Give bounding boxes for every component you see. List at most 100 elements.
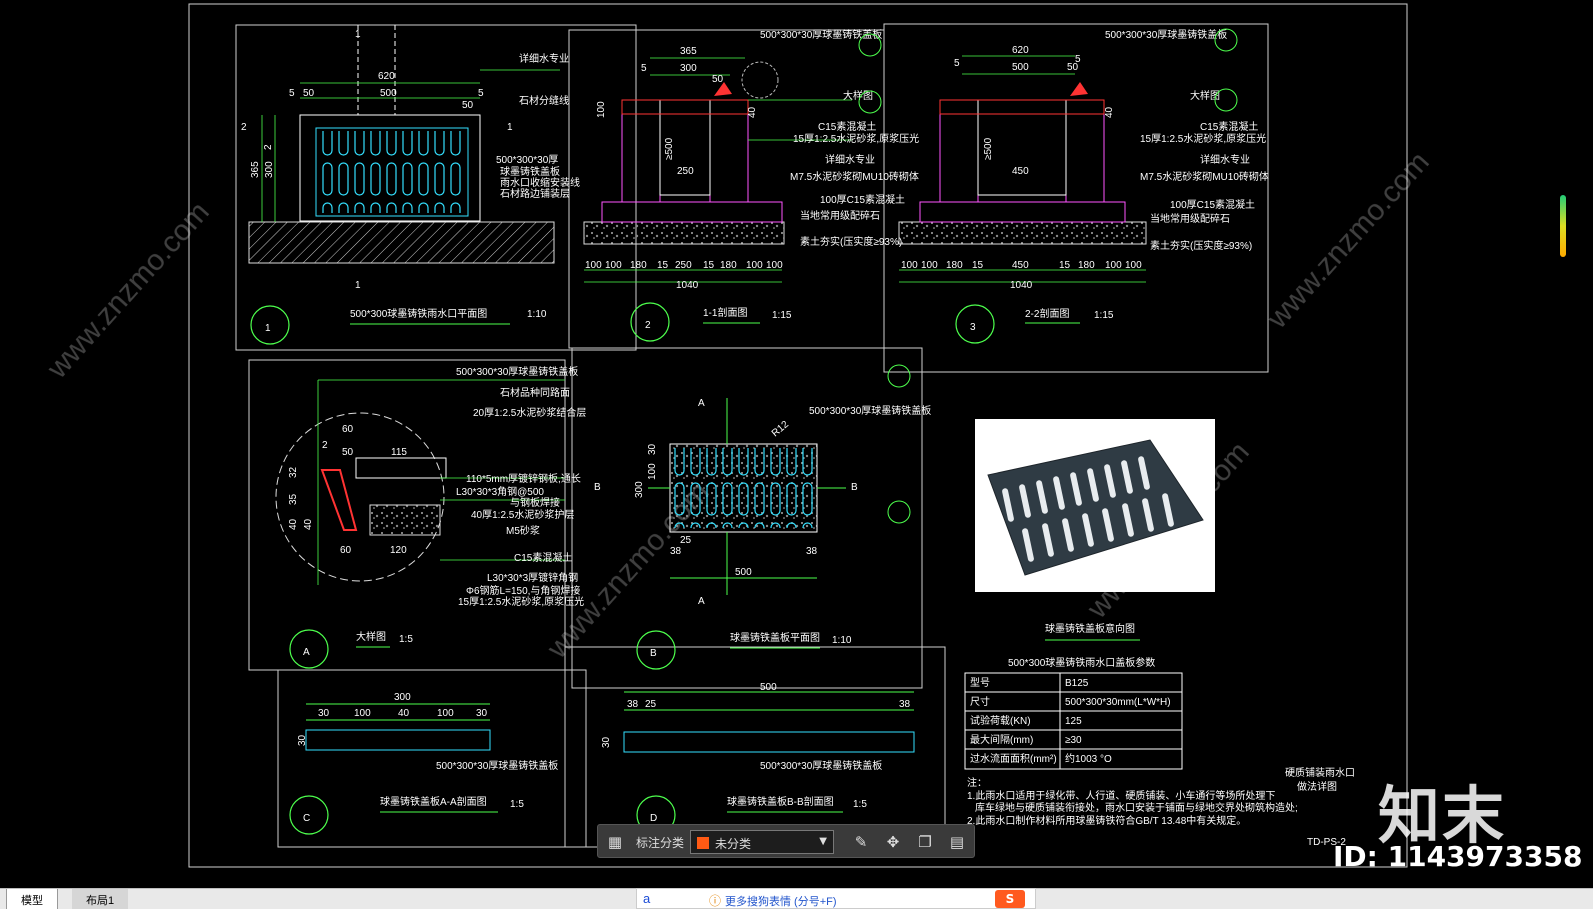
drawing-a-title: 大样图 [356, 630, 386, 643]
dim-a-40b: 40 [303, 518, 314, 530]
notes-line-0: 1.此雨水口适用于绿化带、人行道、硬质铺装、小车通行等场所处理下 [967, 789, 1275, 802]
dim-d2-b6: 15 [703, 260, 715, 271]
titleblock-name: 硬质铺装雨水口 [1285, 766, 1355, 779]
note-b-0: 500*300*30厚球墨铸铁盖板 [809, 404, 931, 417]
table-cell-3-0: 最大间隔(mm) [970, 733, 1033, 746]
sogou-logo-icon[interactable]: S [995, 890, 1025, 908]
dim-a-115: 115 [391, 447, 407, 458]
dim-a-40a: 40 [288, 518, 299, 530]
note-a-7: M5砂浆 [506, 524, 540, 537]
tab-model[interactable]: 模型 [6, 889, 58, 909]
note-d3-2: C15素混凝土 [1200, 120, 1258, 133]
note-d3-8: 素土夯实(压实度≥93%) [1150, 239, 1252, 252]
drawing-3-number: 3 [970, 322, 976, 333]
callout-a-2 [858, 90, 882, 114]
photo-title: 球墨铸铁盖板意向图 [1045, 622, 1135, 635]
section-mark-1-top: 1 [355, 29, 361, 40]
drawing-2-scale: 1:15 [772, 310, 792, 321]
callout-d-b [887, 500, 911, 524]
note-d1-0: 详细水专业 [519, 52, 569, 65]
note-d3-3: 15厚1:2.5水泥砂浆,原浆压光 [1140, 132, 1266, 145]
drawing-c-title: 球墨铸铁盖板A-A剖面图 [380, 795, 487, 808]
note-d1-4: 雨水口收缩安装线 [500, 176, 580, 189]
layout-viewports [235, 23, 1269, 848]
drawing-a-badge [289, 629, 329, 669]
grid-icon[interactable]: ▦ [607, 833, 623, 851]
cad-viewport[interactable]: www.znzmo.com www.znzmo.com www.znzmo.co… [0, 0, 1593, 888]
dim-d-38b: 38 [899, 699, 911, 710]
tab-layout1[interactable]: 布局1 [72, 889, 129, 909]
note-a-9: L30*30*3厚镀锌角钢 [487, 571, 578, 584]
dim-d3-b9: 100 [1125, 260, 1142, 271]
general-notes: 注： 1.此雨水口适用于绿化带、人行道、硬质铺装、小车通行等场所处理下 库车绿地… [967, 776, 1298, 827]
note-a-3: 110*5mm厚镀锌钢板,通长 [466, 472, 581, 485]
drawing-d-scale: 1:5 [853, 799, 867, 810]
drawing-3-badge [955, 304, 995, 344]
drawing-c-scale: 1:5 [510, 799, 524, 810]
table-cell-4-0: 过水流面面积(mm²) [970, 752, 1057, 765]
note-d3-1: 大样图 [1190, 89, 1220, 102]
paste-icon[interactable]: ▤ [949, 833, 965, 851]
zoom-indicator[interactable] [1560, 195, 1566, 257]
dim-d3-5b: 5 [1075, 54, 1081, 65]
drawing-c-badge [289, 795, 329, 835]
dim-d2-40: 40 [747, 106, 758, 118]
dim-d2-100: 100 [596, 101, 607, 118]
section-label-a-top: A [698, 398, 705, 409]
dim-d-25: 25 [645, 699, 657, 710]
note-a-10: Φ6钢筋L=150,与角钢焊接 [466, 584, 580, 597]
dim-c-300: 300 [394, 692, 411, 703]
section-mark-1-bottom: 1 [355, 280, 361, 291]
section-label-b-left: B [594, 482, 601, 493]
note-d2-0: 500*300*30厚球墨铸铁盖板 [760, 28, 882, 41]
ime-emoji-tip[interactable]: 更多搜狗表情 (分号+F) [725, 896, 837, 908]
dim-d3-1040: 1040 [1010, 280, 1033, 291]
ime-candidate-bar: a ⓘ 更多搜狗表情 (分号+F) S [636, 888, 1036, 909]
dim-d-30v: 30 [601, 736, 612, 748]
table-cell-4-1: 约1003 °O [1065, 752, 1112, 765]
dim-c-100a: 100 [354, 708, 371, 719]
edit-icon[interactable]: ✎ [854, 833, 868, 851]
drawing-2-title: 1-1剖面图 [703, 306, 747, 319]
dim-d3-500: 500 [1012, 62, 1029, 73]
drawing-3-title: 2-2剖面图 [1025, 307, 1069, 320]
drawing-b-badge [636, 630, 676, 670]
dim-b-500: 500 [735, 567, 752, 578]
dim-b-38b: 38 [806, 546, 818, 557]
drawing-1-number: 1 [265, 323, 271, 334]
annotation-category-select[interactable]: 未分类 ▼ [690, 830, 834, 854]
watermark-text-3: www.znzmo.com [1260, 145, 1436, 335]
dim-a-35: 35 [288, 493, 299, 505]
table-cell-2-1: 125 [1065, 716, 1082, 727]
note-d2-8: 素土夯实(压实度≥93%) [800, 235, 902, 248]
dim-d3-b8: 100 [1105, 260, 1122, 271]
dim-d3-500v: ≥500 [983, 137, 994, 160]
dim-d2-b1: 100 [585, 260, 602, 271]
dim-c-100b: 100 [437, 708, 454, 719]
info-icon: ⓘ [709, 894, 722, 908]
copy-icon[interactable]: ❐ [918, 833, 932, 851]
callout-a-3 [1214, 88, 1238, 112]
dim-5a: 5 [289, 88, 295, 99]
brand-id: ID: 1143973358 [1333, 840, 1583, 873]
table-cell-0-0: 型号 [970, 676, 990, 689]
drawing-d-title: 球墨铸铁盖板B-B剖面图 [727, 795, 834, 808]
dim-d3-620: 620 [1012, 45, 1029, 56]
note-d2-6: 100厚C15素混凝土 [820, 193, 905, 206]
chevron-down-icon: ▼ [819, 836, 827, 847]
title-block: 硬质铺装雨水口 做法详图 TD-PS-2 [1285, 766, 1355, 848]
dim-a-120: 120 [390, 545, 407, 556]
note-c-0: 500*300*30厚球墨铸铁盖板 [436, 759, 558, 772]
note-a-1: 石材品种同路面 [500, 386, 570, 399]
ime-input-text[interactable]: a [643, 891, 651, 906]
drawing-b-plan: R12 300 30 100 38 25 38 500 A A B B 500*… [594, 364, 931, 670]
note-a-6: 40厚1:2.5水泥砂浆护层 [471, 508, 574, 521]
annotation-toolbar: ▦ 标注分类 未分类 ▼ ✎ ✥ ❐ ▤ [597, 824, 975, 858]
dim-d3-40: 40 [1104, 106, 1115, 118]
dim-d2-300: 300 [680, 63, 697, 74]
dim-d-500: 500 [760, 682, 777, 693]
dim-d2-250: 250 [677, 166, 694, 177]
dim-d2-b4: 15 [657, 260, 669, 271]
note-d3-6: 100厚C15素混凝土 [1170, 198, 1255, 211]
move-icon[interactable]: ✥ [886, 833, 900, 851]
